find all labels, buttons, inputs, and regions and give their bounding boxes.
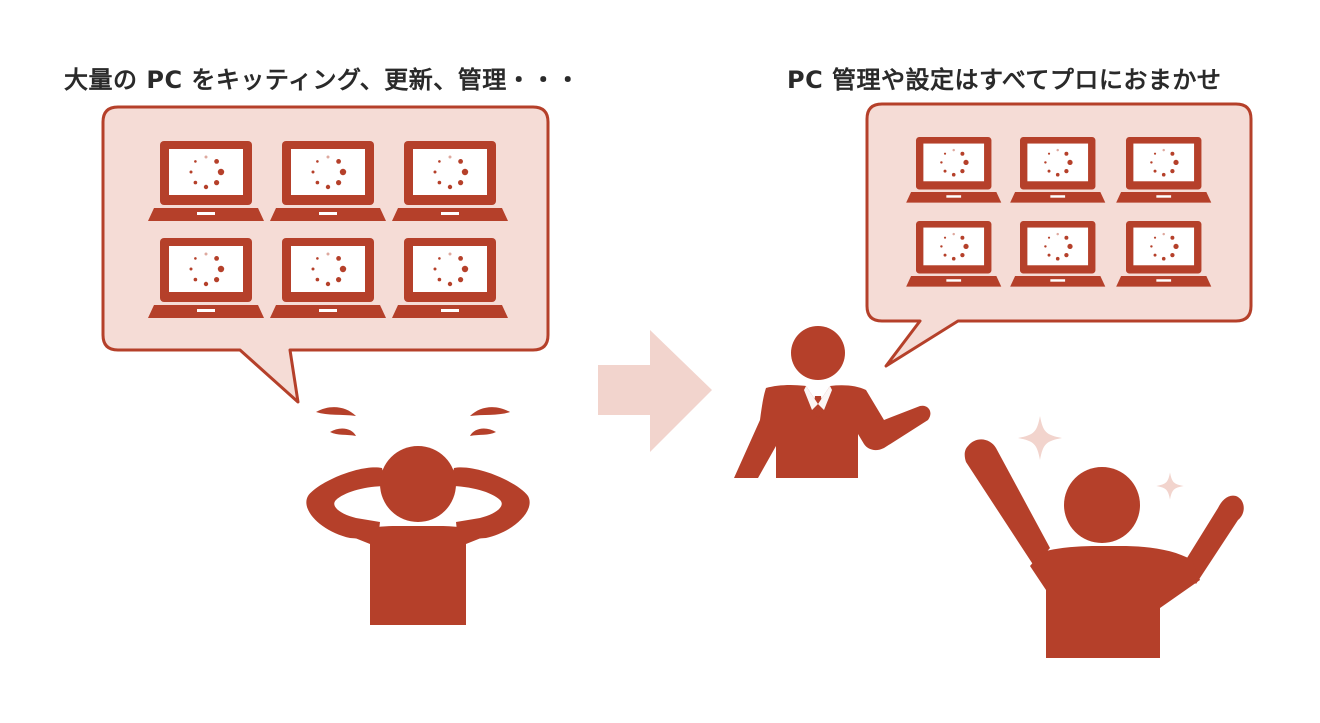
laptop-icon: [906, 221, 1001, 287]
sparkle-icon: [1018, 416, 1062, 460]
sparkle-icon: [1156, 472, 1184, 500]
laptop-icon: [392, 141, 508, 221]
laptop-icon: [1010, 137, 1105, 203]
laptop-icon: [906, 137, 1001, 203]
businessman-icon: [734, 326, 931, 478]
happy-person-icon: [964, 439, 1244, 658]
stressed-person-icon: [306, 407, 530, 625]
laptop-icon: [1116, 137, 1211, 203]
laptop-icon: [392, 238, 508, 318]
right-arrow-icon: [598, 330, 712, 452]
laptop-icon: [148, 141, 264, 221]
laptop-icon: [1116, 221, 1211, 287]
caption-right: PC 管理や設定はすべてプロにおまかせ: [787, 66, 1222, 94]
laptop-icon: [1010, 221, 1105, 287]
laptop-icon: [270, 238, 386, 318]
caption-left: 大量の PC をキッティング、更新、管理・・・: [64, 66, 581, 94]
laptop-icon: [270, 141, 386, 221]
laptop-icon: [148, 238, 264, 318]
